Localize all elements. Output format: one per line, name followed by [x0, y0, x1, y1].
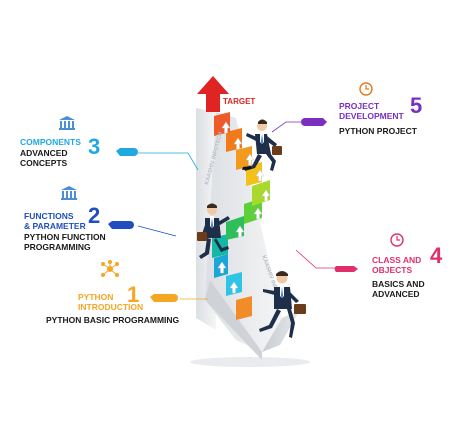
pill-marker-4	[334, 266, 358, 272]
step-block	[236, 296, 252, 320]
step-1-title-line: PYTHON	[78, 292, 114, 302]
pill-marker-1	[150, 294, 178, 302]
step-2-number: 2	[88, 203, 101, 228]
network-icon	[101, 260, 119, 277]
step-4-number: 4	[430, 243, 443, 268]
step-3-subtitle: ADVANCED CONCEPTS	[20, 148, 68, 168]
step-4-subtitle: BASICS AND ADVANCED	[372, 279, 425, 299]
step-4-title: CLASS AND OBJECTS	[372, 255, 421, 275]
step-3-title-line: COMPONENTS	[20, 137, 81, 147]
step-3-subtitle-line: CONCEPTS	[20, 158, 68, 168]
step-4-subtitle-line: BASICS AND	[372, 279, 425, 289]
businessman-top	[242, 119, 282, 171]
target-label: TARGET	[223, 97, 256, 106]
pill-marker-2	[108, 221, 134, 229]
businessman-middle	[197, 203, 230, 259]
step-2-title: FUNCTIONS & PARAMETER	[24, 211, 86, 231]
pill-marker-3	[116, 148, 138, 156]
step-3-title: COMPONENTS	[20, 137, 81, 147]
step-2-title-line: & PARAMETER	[24, 221, 86, 231]
bank-icon	[61, 186, 77, 200]
step-5-subtitle: PYTHON PROJECT	[339, 126, 417, 136]
businessman-bottom	[259, 271, 306, 338]
step-5-title-line: PROJECT	[339, 101, 380, 111]
pill-markers	[108, 118, 358, 302]
clock-icon	[390, 233, 404, 247]
step-4-title-line: OBJECTS	[372, 265, 413, 275]
step-1-title: PYTHON INTRODUCTION	[78, 292, 143, 312]
step-5-title-line: DEVELOPMENT	[339, 111, 404, 121]
staircase: KAASHIV INFOTECH KAASHIV INFOTECH	[190, 76, 310, 367]
step-4-subtitle-line: ADVANCED	[372, 289, 420, 299]
step-3-number: 3	[88, 134, 101, 159]
step-2-subtitle-line: PYTHON FUNCTION	[24, 232, 106, 242]
step-3-subtitle-line: ADVANCED	[20, 148, 68, 158]
clock-icon	[359, 82, 373, 96]
pill-marker-5	[301, 118, 327, 126]
step-2-title-line: FUNCTIONS	[24, 211, 74, 221]
step-2-subtitle: PYTHON FUNCTION PROGRAMMING	[24, 232, 106, 252]
connectors	[137, 121, 335, 300]
step-2-subtitle-line: PROGRAMMING	[24, 242, 91, 252]
step-1-subtitle: PYTHON BASIC PROGRAMMING	[46, 315, 180, 325]
step-5-number: 5	[410, 93, 423, 118]
step-4-title-line: CLASS AND	[372, 255, 422, 265]
bank-icon	[59, 116, 75, 130]
step-5-title: PROJECT DEVELOPMENT	[339, 101, 404, 121]
step-1-title-line: INTRODUCTION	[78, 302, 144, 312]
target-arrow-icon	[197, 76, 229, 112]
step-block	[236, 146, 252, 170]
step-1-number: 1	[127, 282, 140, 307]
